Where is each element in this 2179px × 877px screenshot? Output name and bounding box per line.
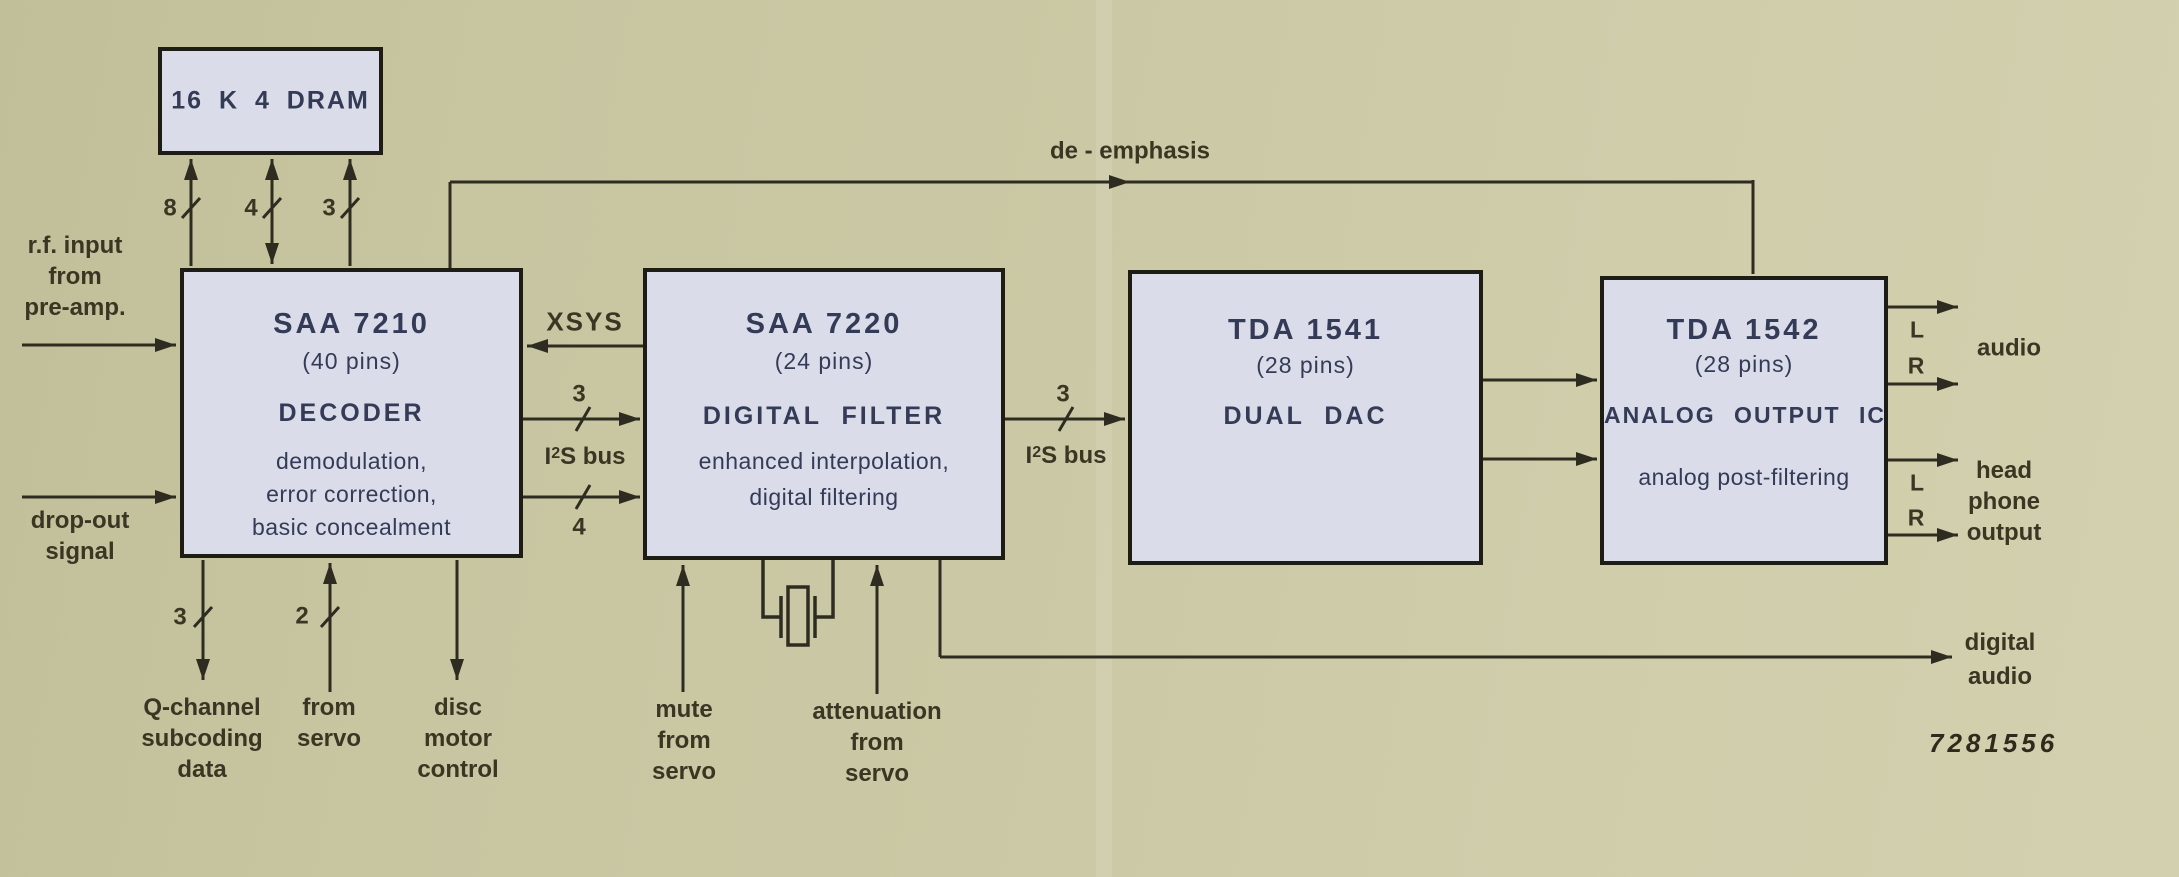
headphone-label: head phone output [1967, 455, 2042, 548]
block-saa7210-title: SAA 7210 [273, 308, 430, 340]
from-servo-line: from [302, 694, 356, 721]
block-saa7220-desc: enhanced interpolation, [698, 448, 950, 474]
mute-label: mute from servo [652, 694, 716, 787]
audio-label: audio [1977, 334, 2041, 362]
i2s-c-sup: 2 [1032, 444, 1042, 461]
block-tda1542-desc: analog post-filtering [1638, 464, 1850, 490]
audio-right-label: R [1907, 352, 1925, 379]
block-dram: 16 K 4 DRAM [158, 47, 383, 155]
figure-number: 7281556 [1929, 728, 2059, 758]
disc-motor-label: disc motor control [417, 692, 498, 785]
q-channel-width: 3 [173, 603, 187, 631]
i2s-c-label: I2S bus [1026, 437, 1107, 471]
q-channel-line: data [177, 756, 227, 783]
from-servo-label: from servo [297, 692, 361, 754]
i2s-a-base: I [544, 443, 552, 470]
block-saa7210-desc: error correction, [266, 481, 437, 507]
attenuation-line: servo [844, 760, 910, 787]
headphone-right-label: R [1907, 504, 1925, 531]
q-channel-line: Q-channel [143, 694, 261, 721]
headphone-line: head [1975, 457, 2032, 484]
i2s-b-width: 4 [572, 513, 586, 541]
digital-audio-line: audio [1967, 663, 2032, 690]
drop-out-line: signal [45, 538, 115, 565]
headphone-line: output [1966, 519, 2042, 546]
crystal-icon [761, 559, 835, 647]
block-tda1541-pins: (28 pins) [1256, 352, 1355, 378]
block-saa7210: SAA 7210 (40 pins) DECODER demodulation,… [180, 268, 523, 558]
dram-bus-8-width: 8 [163, 194, 177, 222]
i2s-a-width: 3 [572, 380, 586, 408]
disc-motor-line: control [417, 756, 499, 783]
dram-bus-8 [180, 159, 202, 266]
mute-line: from [657, 727, 711, 754]
q-channel-line: subcoding [141, 725, 263, 752]
i2s-c-base: I [1025, 442, 1033, 469]
i2s-bus-b-wire [523, 484, 640, 510]
i2s-bus-c-wire [1005, 406, 1125, 432]
attenuation-label: attenuation from servo [812, 696, 941, 789]
headphone-left-label: L [1909, 469, 1925, 496]
block-tda1542: TDA 1542 (28 pins) ANALOG OUTPUT IC anal… [1600, 276, 1888, 565]
audio-left-label: L [1909, 316, 1925, 343]
dram-bus-3 [339, 159, 361, 266]
from-servo-wire [319, 563, 341, 692]
headphone-line: phone [1968, 488, 2040, 515]
block-dram-title: 16 K 4 DRAM [171, 86, 370, 115]
block-tda1541: TDA 1541 (28 pins) DUAL DAC [1128, 270, 1483, 565]
block-saa7210-desc: demodulation, [276, 448, 427, 474]
dram-bus-4-width: 4 [244, 194, 258, 222]
attenuation-line: attenuation [812, 698, 942, 725]
block-tda1542-role: ANALOG OUTPUT IC [1604, 402, 1886, 428]
digital-audio-line: digital [1964, 629, 2036, 656]
mute-line: servo [651, 758, 717, 785]
disc-motor-line: motor [423, 725, 492, 752]
block-saa7220: SAA 7220 (24 pins) DIGITAL FILTER enhanc… [643, 268, 1005, 560]
de-emphasis-wire [448, 175, 1755, 274]
i2s-a-sup: 2 [551, 445, 561, 462]
i2s-a-label: I2S bus [545, 438, 626, 472]
xsys-label: XSYS [546, 306, 624, 337]
from-servo-line: servo [296, 725, 362, 752]
rf-input-line: r.f. input [27, 232, 123, 259]
from-servo-width: 2 [295, 602, 309, 630]
block-saa7220-role: DIGITAL FILTER [702, 402, 946, 430]
i2s-a-rest: S bus [560, 443, 626, 470]
block-saa7210-desc: basic concealment [252, 514, 451, 540]
drop-out-line: drop-out [30, 507, 130, 534]
digital-audio-label: digital audio [1965, 626, 2036, 694]
i2s-c-rest: S bus [1041, 442, 1107, 469]
block-tda1541-role: DUAL DAC [1223, 402, 1388, 430]
i2s-bus-a-wire [523, 406, 640, 432]
dram-bus-3-width: 3 [322, 194, 336, 222]
disc-motor-line: disc [433, 694, 483, 721]
rf-input-label: r.f. input from pre-amp. [24, 230, 125, 323]
block-saa7210-role: DECODER [278, 399, 425, 427]
block-saa7220-desc: digital filtering [749, 484, 899, 510]
q-channel-label: Q-channel subcoding data [141, 692, 262, 785]
drop-out-label: drop-out signal [31, 505, 130, 567]
attenuation-line: from [850, 729, 904, 756]
block-tda1542-pins: (28 pins) [1694, 351, 1794, 377]
mute-line: mute [655, 696, 713, 723]
block-tda1541-title: TDA 1541 [1227, 314, 1384, 346]
i2s-c-width: 3 [1056, 380, 1070, 408]
block-saa7210-pins: (40 pins) [302, 348, 401, 374]
block-saa7220-title: SAA 7220 [745, 308, 903, 340]
rf-input-line: pre-amp. [24, 294, 126, 321]
block-tda1542-title: TDA 1542 [1666, 314, 1822, 346]
digital-audio-wire [938, 560, 1952, 664]
rf-input-line: from [48, 263, 102, 290]
block-saa7220-pins: (24 pins) [774, 348, 874, 374]
de-emphasis-label: de - emphasis [1049, 137, 1211, 165]
dram-bus-4 [261, 159, 283, 264]
q-channel-wire [192, 560, 214, 680]
